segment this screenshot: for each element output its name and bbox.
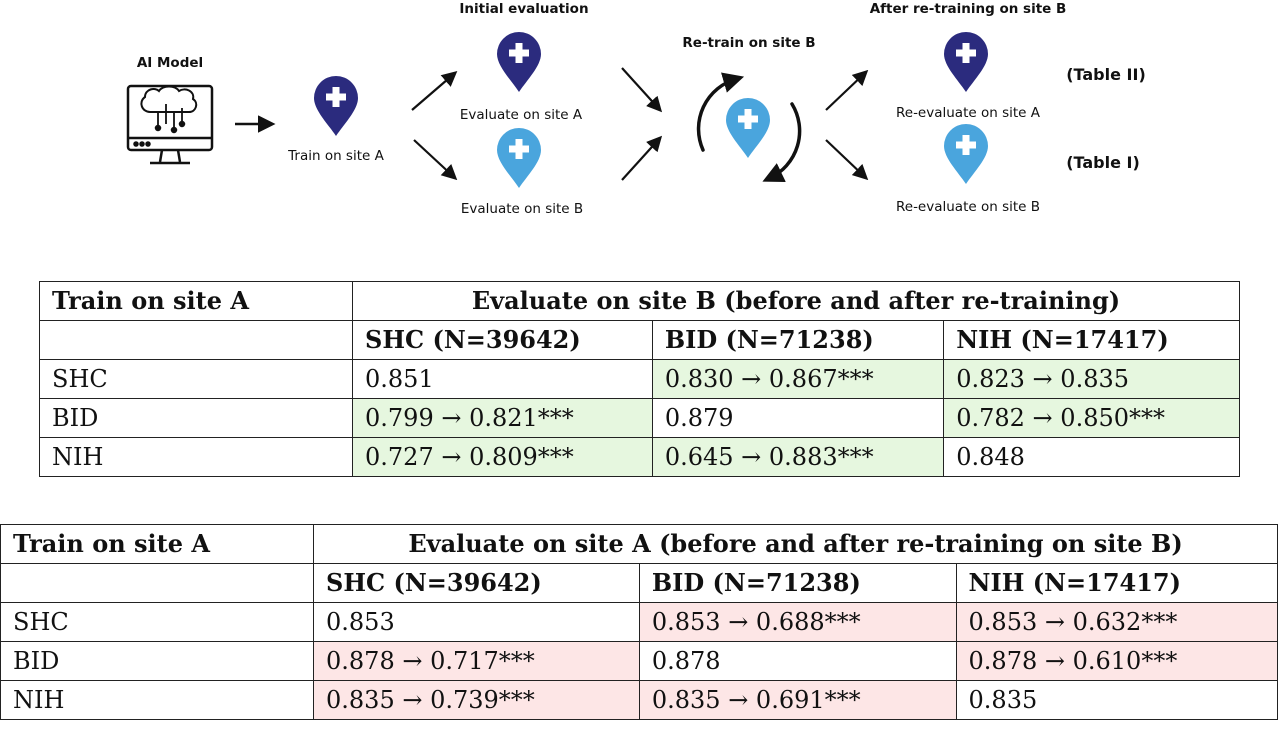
after-retraining-label: After re-training on site B (870, 1, 1067, 17)
table-row: BID 0.878 → 0.717*** 0.878 0.878 → 0.610… (0, 641, 1279, 681)
table2-col-nih: NIH (N=17417) (955, 563, 1279, 603)
table-cell: 0.782 → 0.850*** (943, 398, 1240, 438)
table-cell: 0.835 (955, 680, 1279, 720)
row-label: BID (0, 641, 314, 681)
ai-model-monitor-icon (126, 84, 214, 165)
table-cell: 0.853 → 0.632*** (955, 602, 1279, 642)
table1-corner: Train on site A (39, 281, 353, 321)
table-cell: 0.799 → 0.821*** (352, 398, 653, 438)
arrow-to-reeval-b (825, 139, 869, 181)
table-cell: 0.823 → 0.835 (943, 359, 1240, 399)
row-label: SHC (39, 359, 353, 399)
table-cell: 0.645 → 0.883*** (651, 437, 945, 477)
table-row: SHC 0.853 0.853 → 0.688*** 0.853 → 0.632… (0, 602, 1279, 642)
table-cell: 0.835 → 0.739*** (313, 680, 640, 720)
workflow-diagram: AI Model Train on site A Initial evaluat… (126, 1, 1146, 217)
arrow-eval-a-to-retrain (621, 67, 663, 113)
table-i-ref: (Table I) (1066, 153, 1140, 172)
ai-model-label: AI Model (137, 55, 203, 71)
eval-a-pin-icon (497, 32, 541, 92)
evaluate-site-a-label: Evaluate on site A (460, 107, 583, 123)
table-cell: 0.853 (313, 602, 640, 642)
table1-col-nih: NIH (N=17417) (943, 320, 1240, 360)
table-row: NIH 0.727 → 0.809*** 0.645 → 0.883*** 0.… (39, 437, 1240, 477)
table1-header: Evaluate on site B (before and after re-… (352, 281, 1240, 321)
reeval-b-pin-icon (944, 124, 988, 184)
table2-empty (0, 563, 314, 603)
train-pin-icon (314, 76, 358, 136)
initial-evaluation-label: Initial evaluation (459, 1, 588, 17)
table-row: BID 0.799 → 0.821*** 0.879 0.782 → 0.850… (39, 398, 1240, 438)
reevaluate-site-b-label: Re-evaluate on site B (896, 199, 1040, 215)
retrain-cycle-icon (696, 72, 802, 183)
table1-col-shc: SHC (N=39642) (352, 320, 653, 360)
table2-col-shc: SHC (N=39642) (313, 563, 640, 603)
eval-b-pin-icon (497, 128, 541, 188)
results-table-site-a: Train on site A Evaluate on site A (befo… (0, 524, 1279, 720)
table-cell: 0.879 (651, 398, 945, 438)
table-cell: 0.727 → 0.809*** (352, 437, 653, 477)
arrow-to-eval-a (411, 70, 458, 111)
table2-col-bid: BID (N=71238) (638, 563, 957, 603)
table-cell: 0.878 → 0.610*** (955, 641, 1279, 681)
reeval-a-pin-icon (944, 32, 988, 92)
table-cell: 0.848 (943, 437, 1240, 477)
retrain-pin-icon (726, 98, 770, 158)
table2-header: Evaluate on site A (before and after re-… (313, 524, 1278, 564)
reevaluate-site-a-label: Re-evaluate on site A (896, 105, 1041, 121)
table-row: SHC 0.851 0.830 → 0.867*** 0.823 → 0.835 (39, 359, 1240, 399)
train-site-a-label: Train on site A (287, 148, 384, 164)
table-cell: 0.878 → 0.717*** (313, 641, 640, 681)
arrow-eval-b-to-retrain (621, 135, 663, 181)
table-cell: 0.853 → 0.688*** (638, 602, 957, 642)
table-row: NIH 0.835 → 0.739*** 0.835 → 0.691*** 0.… (0, 680, 1279, 720)
row-label: NIH (39, 437, 353, 477)
retrain-site-b-label: Re-train on site B (682, 35, 815, 51)
table-cell: 0.830 → 0.867*** (651, 359, 945, 399)
row-label: NIH (0, 680, 314, 720)
arrow-to-eval-b (413, 139, 458, 181)
table1-empty (39, 320, 353, 360)
results-table-site-b: Train on site A Evaluate on site B (befo… (39, 281, 1240, 477)
table-cell: 0.878 (638, 641, 957, 681)
table1-col-bid: BID (N=71238) (651, 320, 945, 360)
table-cell: 0.851 (352, 359, 653, 399)
table-ii-ref: (Table II) (1066, 65, 1146, 84)
table-cell: 0.835 → 0.691*** (638, 680, 957, 720)
table2-corner: Train on site A (0, 524, 314, 564)
row-label: BID (39, 398, 353, 438)
evaluate-site-b-label: Evaluate on site B (461, 201, 583, 217)
arrow-to-reeval-a (825, 69, 869, 111)
row-label: SHC (0, 602, 314, 642)
